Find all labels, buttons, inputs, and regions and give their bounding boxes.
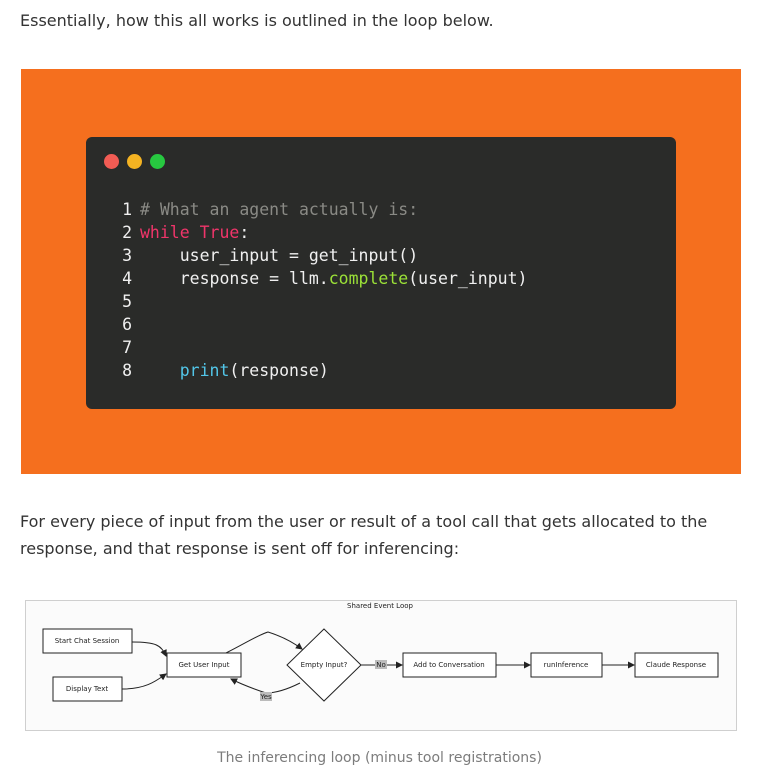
- edge-label-yes: Yes: [259, 693, 272, 701]
- window-maximize-dot: [150, 154, 165, 169]
- line-number: 3: [122, 246, 132, 265]
- edge-start-to-input: [131, 641, 167, 657]
- node-get-user-input: [166, 652, 242, 678]
- line-number: 4: [122, 269, 132, 288]
- diagram-caption: The inferencing loop (minus tool registr…: [217, 750, 542, 766]
- node-empty-input-decision: [286, 628, 362, 702]
- diagram-title: Shared Event Loop: [347, 602, 413, 610]
- line-number: 2: [122, 223, 132, 242]
- line-number: 1: [122, 200, 132, 219]
- code-line-8-end: (response): [229, 361, 329, 380]
- line-number: 7: [122, 338, 132, 357]
- code-banner: 1 # What an agent actually is: 2 while Tru…: [21, 69, 741, 474]
- event-loop-diagram: Shared Event Loop No Yes Start Chat Sess…: [25, 600, 737, 731]
- line-number: 5: [122, 292, 132, 311]
- code-indent: [140, 361, 180, 380]
- node-run-label: runInference: [544, 661, 589, 669]
- body-paragraph: For every piece of input from the user o…: [20, 512, 708, 558]
- node-display-text: [52, 676, 123, 702]
- edge-display-to-input: [121, 673, 167, 690]
- code-line-4-end: (user_input): [408, 269, 528, 288]
- node-start-label: Start Chat Session: [55, 637, 120, 645]
- code-window: 1 # What an agent actually is: 2 while Tru…: [86, 137, 676, 409]
- node-run-inference: [530, 652, 603, 678]
- node-add-to-conversation: [402, 652, 497, 678]
- node-add-label: Add to Conversation: [413, 661, 484, 669]
- node-display-label: Display Text: [66, 685, 108, 693]
- node-claude-response: [634, 652, 719, 678]
- edge-label-yes-bg: [260, 692, 272, 701]
- code-function-print: print: [179, 361, 230, 380]
- node-get-input-label: Get User Input: [178, 661, 229, 669]
- node-empty-label: Empty Input?: [301, 661, 348, 669]
- node-start-chat-session: [42, 628, 133, 654]
- edge-label-no-bg: [375, 660, 387, 669]
- window-close-dot: [104, 154, 119, 169]
- intro-paragraph: Essentially, how this all works is outli…: [20, 11, 494, 30]
- code-comment: # What an agent actually is:: [140, 200, 419, 219]
- keyword-while: while: [140, 223, 190, 242]
- edge-yes-loop: [230, 678, 301, 694]
- line-number: 8: [122, 361, 132, 380]
- code-block: 1 # What an agent actually is: 2 while Tru…: [120, 198, 527, 382]
- edge-label-no: No: [376, 661, 386, 669]
- code-function-complete: complete: [328, 269, 409, 288]
- diagram-canvas: Shared Event Loop No Yes Start Chat Sess…: [42, 602, 719, 702]
- window-minimize-dot: [127, 154, 142, 169]
- code-colon: :: [239, 223, 250, 242]
- code-line-4-start: response = llm.: [140, 269, 329, 288]
- line-number: 6: [122, 315, 132, 334]
- edge-input-to-empty: [225, 631, 303, 654]
- code-line-3: user_input = get_input(): [140, 246, 419, 265]
- keyword-true: True: [199, 223, 240, 242]
- node-claude-label: Claude Response: [646, 661, 706, 669]
